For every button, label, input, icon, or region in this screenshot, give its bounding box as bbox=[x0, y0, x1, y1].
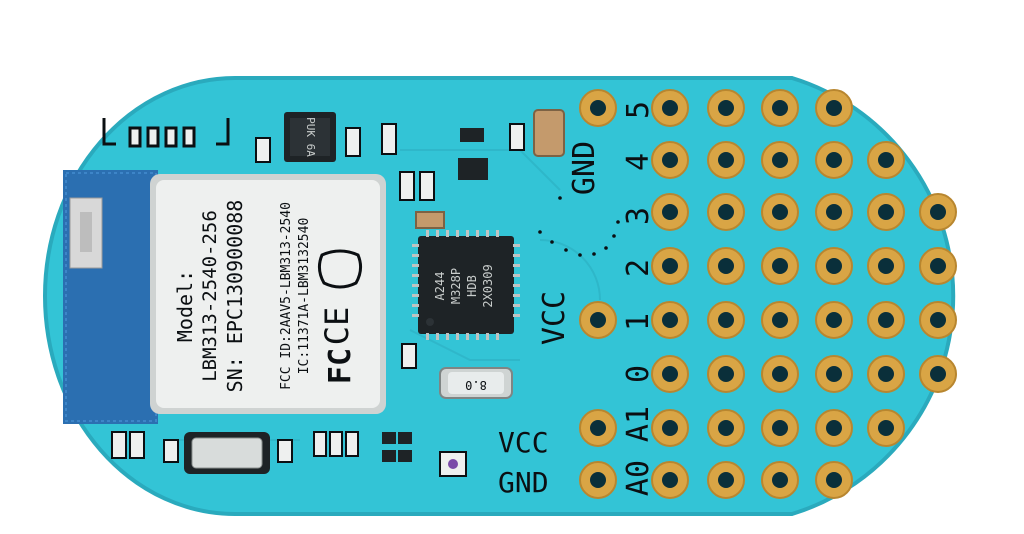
fc-mark: FC bbox=[323, 348, 358, 384]
passive-components bbox=[111, 109, 565, 477]
header-pad-hole bbox=[718, 258, 734, 274]
header-pad-hole bbox=[826, 312, 842, 328]
header-pad-hole bbox=[662, 204, 678, 220]
header-pad-hole bbox=[878, 312, 894, 328]
pin-label-1: 1 bbox=[621, 313, 656, 331]
module-serial: SN: EPC130900088 bbox=[223, 200, 247, 393]
module-model-number: LBM313-2540-256 bbox=[199, 210, 221, 382]
header-pad-hole bbox=[662, 100, 678, 116]
gnd-label-bottom: GND bbox=[498, 466, 549, 499]
header-pad-hole bbox=[826, 152, 842, 168]
header-pad-hole bbox=[826, 204, 842, 220]
mcu-chip bbox=[412, 230, 520, 340]
module-fcc-id: FCC ID:2AAV5-LBM313-2540 bbox=[279, 202, 294, 390]
pin-label-2: 2 bbox=[621, 259, 656, 277]
crystal-small-label: 8.0 bbox=[465, 378, 487, 392]
via-arc bbox=[538, 196, 620, 257]
header-pad-hole bbox=[826, 258, 842, 274]
mcu-marking-1: A244 bbox=[433, 272, 447, 301]
header-pad-hole bbox=[662, 472, 678, 488]
mcu-marking-4: 2X0309 bbox=[481, 264, 495, 307]
header-pad-hole bbox=[930, 204, 946, 220]
header-pad-hole bbox=[878, 204, 894, 220]
header-pad-hole bbox=[878, 366, 894, 382]
rf-module bbox=[150, 174, 386, 414]
crystal-large bbox=[184, 432, 270, 474]
header-pad-hole bbox=[718, 100, 734, 116]
ce-mark: CE bbox=[318, 307, 356, 346]
sensor-chip-label: PUK 6A bbox=[304, 117, 317, 157]
header-pad-hole bbox=[662, 258, 678, 274]
header-pad-hole bbox=[662, 420, 678, 436]
header-pad-hole bbox=[772, 152, 788, 168]
module-ic-number: IC:11371A-LBM3132540 bbox=[297, 218, 312, 375]
header-pad-hole bbox=[878, 258, 894, 274]
gnd-label-top: GND bbox=[567, 141, 602, 195]
header-pad-grid bbox=[579, 89, 957, 499]
antenna-area bbox=[63, 170, 158, 424]
header-pad-hole bbox=[662, 366, 678, 382]
header-pad-hole bbox=[718, 420, 734, 436]
sensor-chip bbox=[284, 112, 336, 162]
header-pad-hole bbox=[826, 420, 842, 436]
header-pad-hole bbox=[590, 420, 606, 436]
header-pad-hole bbox=[930, 258, 946, 274]
header-pad-hole bbox=[772, 204, 788, 220]
header-pad-hole bbox=[718, 204, 734, 220]
header-pad-hole bbox=[826, 472, 842, 488]
header-pad-hole bbox=[772, 100, 788, 116]
vcc-label-mid: VCC bbox=[537, 291, 572, 345]
header-pad-hole bbox=[772, 472, 788, 488]
header-pad-hole bbox=[772, 420, 788, 436]
module-model-label: Model: bbox=[173, 270, 197, 342]
header-pad-hole bbox=[718, 472, 734, 488]
header-pad-hole bbox=[930, 312, 946, 328]
mcu-marking-3: HDB bbox=[465, 275, 479, 297]
header-pad-hole bbox=[826, 100, 842, 116]
header-pad-hole bbox=[662, 312, 678, 328]
header-pad-hole bbox=[930, 366, 946, 382]
header-pad-hole bbox=[590, 312, 606, 328]
header-pad-hole bbox=[878, 152, 894, 168]
pin-label-a1: A1 bbox=[621, 406, 656, 442]
mcu-marking-2: M328P bbox=[449, 268, 463, 304]
header-pad-hole bbox=[878, 420, 894, 436]
crystal-small bbox=[439, 367, 513, 399]
recycle-fist-icon bbox=[317, 249, 363, 289]
header-pad-hole bbox=[718, 366, 734, 382]
header-pad-hole bbox=[826, 366, 842, 382]
header-pad-hole bbox=[590, 100, 606, 116]
vcc-label-bottom: VCC bbox=[498, 426, 549, 459]
header-pad-hole bbox=[662, 152, 678, 168]
header-pad-hole bbox=[718, 152, 734, 168]
connector-footprint bbox=[102, 118, 230, 148]
header-pad-hole bbox=[718, 312, 734, 328]
header-pad-hole bbox=[772, 258, 788, 274]
pin-label-5: 5 bbox=[621, 101, 656, 119]
pin-label-3: 3 bbox=[621, 207, 656, 225]
header-pad-hole bbox=[590, 472, 606, 488]
header-pad-hole bbox=[772, 312, 788, 328]
pin-label-0: 0 bbox=[621, 365, 656, 383]
pin-label-4: 4 bbox=[621, 153, 656, 171]
pin-label-a0: A0 bbox=[621, 460, 656, 496]
header-pad-hole bbox=[772, 366, 788, 382]
